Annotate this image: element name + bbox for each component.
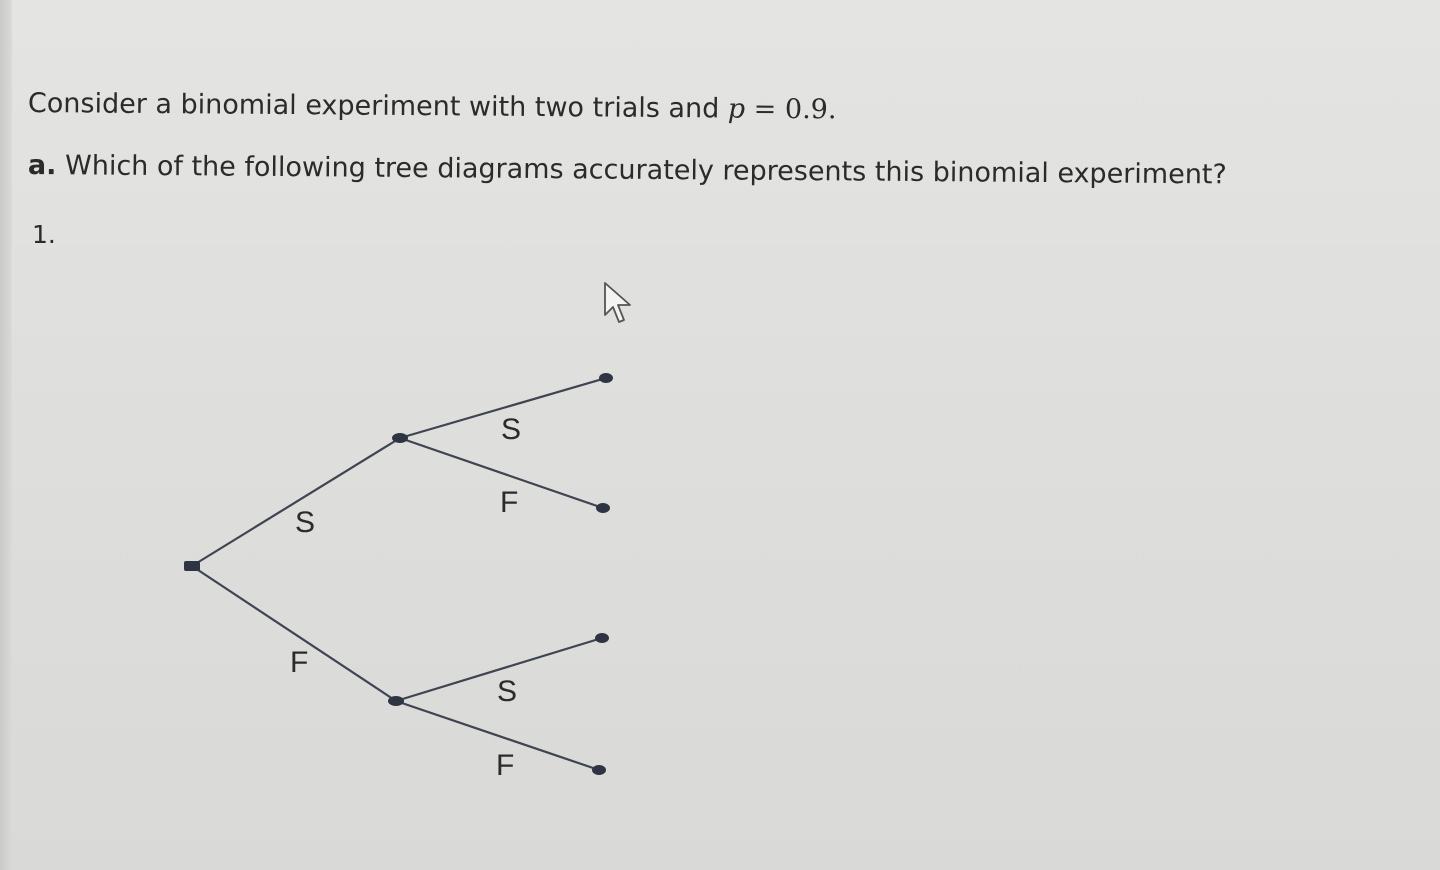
branch-first-success — [191, 437, 401, 567]
root-node — [184, 561, 200, 571]
branch-lower-failure — [395, 699, 600, 772]
lower-middle-node — [388, 696, 404, 706]
outcome-node-sf — [596, 503, 610, 513]
label-first-failure: F — [290, 646, 308, 679]
label-upper-failure: F — [500, 486, 518, 519]
label-lower-failure: F — [496, 749, 514, 782]
outcome-node-fs — [595, 633, 609, 643]
outcome-node-ff — [592, 765, 606, 775]
option-number: 1. — [32, 220, 56, 249]
branch-lower-success — [395, 636, 603, 703]
mouse-cursor-icon — [604, 282, 631, 323]
branch-upper-success — [399, 376, 607, 440]
label-first-success: S — [295, 506, 315, 539]
label-upper-success: S — [501, 413, 521, 446]
branch-upper-failure — [399, 436, 604, 510]
upper-middle-node — [392, 433, 408, 443]
label-lower-success: S — [497, 675, 517, 708]
branch-first-failure — [191, 565, 397, 702]
screen-edge — [0, 0, 12, 870]
outcome-node-ss — [599, 373, 613, 383]
